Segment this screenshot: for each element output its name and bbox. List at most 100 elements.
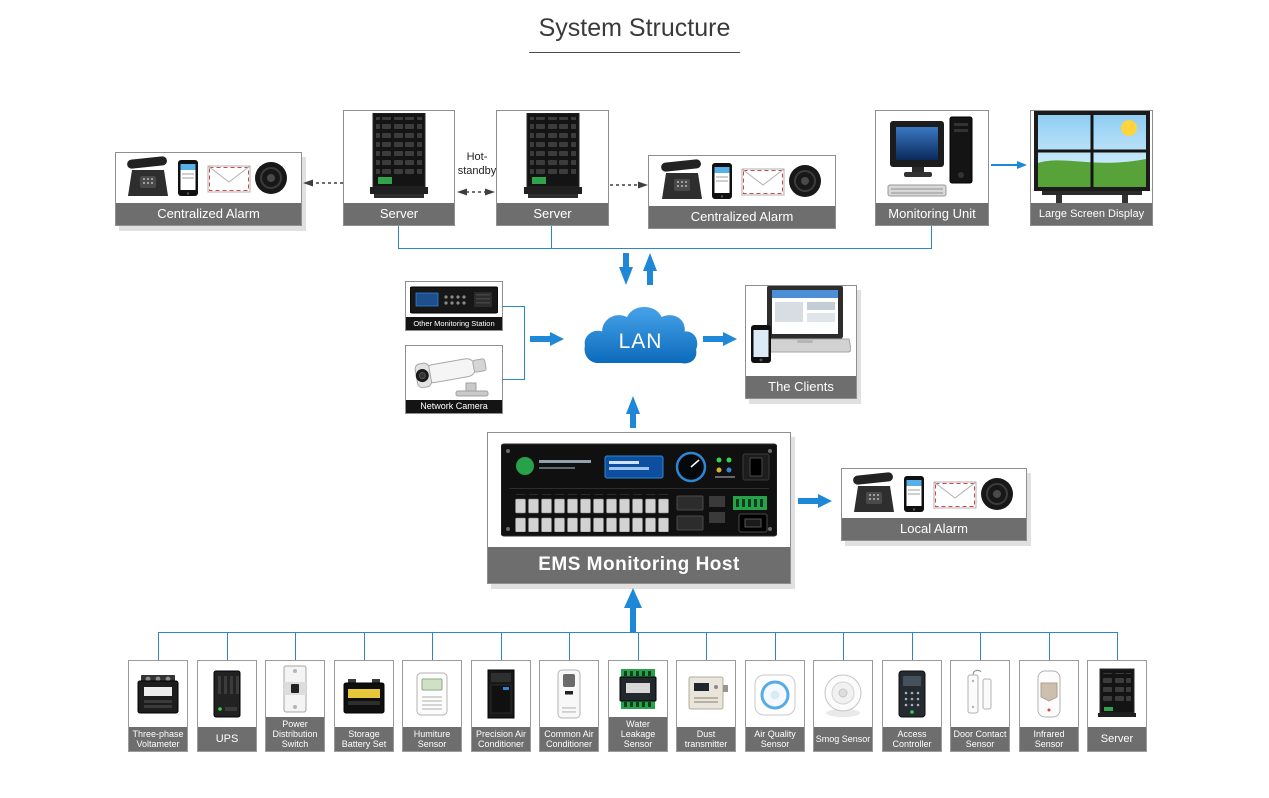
connector-server-left-drop: [398, 226, 399, 248]
lan-label: LAN: [618, 330, 663, 353]
access-controller-icon: [883, 661, 941, 727]
arrow-right-icon: [798, 494, 832, 508]
three-phase-voltameter-icon: [129, 661, 187, 727]
air-quality-sensor-icon: [746, 661, 804, 727]
node-label: Network Camera: [406, 400, 502, 413]
device-label: Precision Air Conditioner: [472, 727, 530, 751]
node-monitoring-unit: Monitoring Unit: [875, 110, 989, 226]
node-label: Server: [344, 203, 454, 225]
node-label: Centralized Alarm: [649, 206, 835, 228]
node-label: Other Monitoring Station: [406, 317, 502, 330]
common-air-conditioner-icon: [540, 661, 598, 727]
device-label: Door Contact Sensor: [951, 727, 1009, 751]
device-label: Storage Battery Set: [335, 727, 393, 751]
device-humiture-sensor: Humiture Sensor: [402, 660, 462, 752]
device-label: Server: [1088, 727, 1146, 751]
node-label: Local Alarm: [842, 518, 1026, 540]
page-title: System Structure: [528, 14, 741, 53]
connector-stub: [501, 632, 502, 660]
node-server-right: Server: [496, 110, 609, 226]
node-the-clients: The Clients: [745, 285, 857, 399]
node-other-monitoring-station: Other Monitoring Station: [405, 281, 503, 331]
monitoring-station-icon: [406, 282, 502, 317]
alarm-devices-icon: [116, 153, 301, 203]
alarm-devices-icon: [842, 469, 1026, 518]
device-label: Dust transmitter: [677, 727, 735, 751]
node-local-alarm: Local Alarm: [841, 468, 1027, 541]
device-label: Common Air Conditioner: [540, 727, 598, 751]
connector-top-bus: [398, 248, 932, 249]
arrow-right-icon: [703, 332, 737, 346]
infrared-sensor-icon: [1020, 661, 1078, 727]
arrow-down-icon: [619, 253, 633, 285]
node-network-camera: Network Camera: [405, 345, 503, 414]
device-label: Three-phase Voltameter: [129, 727, 187, 751]
water-leakage-sensor-icon: [609, 661, 667, 717]
ups-icon: [198, 661, 256, 727]
arrow-right-icon: [530, 332, 564, 346]
device-label: Infrared Sensor: [1020, 727, 1078, 751]
node-label: The Clients: [746, 376, 856, 398]
arrow-up-icon: [626, 396, 640, 428]
connector-stub: [980, 632, 981, 660]
device-air-quality-sensor: Air Quality Sensor: [745, 660, 805, 752]
cloud-icon: [584, 306, 698, 364]
device-label: Smog Sensor: [814, 727, 872, 751]
connector-camera-stub: [503, 379, 525, 380]
dashed-arrow-left-icon: [303, 179, 343, 187]
connector-stub: [364, 632, 365, 660]
connector-stub: [706, 632, 707, 660]
dashed-arrow-both-icon: [457, 188, 495, 196]
connector-oms-stub: [503, 306, 525, 307]
precision-air-conditioner-icon: [472, 661, 530, 727]
device-storage-battery-set: Storage Battery Set: [334, 660, 394, 752]
node-label: EMS Monitoring Host: [488, 547, 790, 583]
node-label: Large Screen Display: [1031, 203, 1152, 225]
bullet-camera-icon: [406, 346, 502, 400]
node-centralized-alarm-right: Centralized Alarm: [648, 155, 836, 229]
humiture-sensor-icon: [403, 661, 461, 727]
connector-stub: [1117, 632, 1118, 660]
node-server-left: Server: [343, 110, 455, 226]
device-label: Air Quality Sensor: [746, 727, 804, 751]
node-centralized-alarm-left: Centralized Alarm: [115, 152, 302, 226]
door-contact-sensor-icon: [951, 661, 1009, 727]
storage-battery-set-icon: [335, 661, 393, 727]
device-label: Access Controller: [883, 727, 941, 751]
blade-server-icon: [344, 111, 454, 203]
node-label: Monitoring Unit: [876, 203, 988, 225]
dust-transmitter-icon: [677, 661, 735, 727]
device-label: Humiture Sensor: [403, 727, 461, 751]
arrow-right-thin-icon: [991, 161, 1027, 169]
device-label: Water Leakage Sensor: [609, 717, 667, 751]
device-ups: UPS: [197, 660, 257, 752]
arrow-up-icon: [643, 253, 657, 285]
connector-bracket: [524, 306, 525, 380]
connector-bottom-bus: [158, 632, 1117, 633]
device-access-controller: Access Controller: [882, 660, 942, 752]
node-ems-monitoring-host: EMS Monitoring Host: [487, 432, 791, 584]
device-water-leakage-sensor: Water Leakage Sensor: [608, 660, 668, 752]
smog-sensor-icon: [814, 661, 872, 727]
device-power-distribution-switch: Power Distribution Switch: [265, 660, 325, 752]
device-precision-air-conditioner: Precision Air Conditioner: [471, 660, 531, 752]
video-wall-icon: [1031, 111, 1152, 203]
connector-monitoring-unit-drop: [931, 226, 932, 248]
device-server: Server: [1087, 660, 1147, 752]
node-label: Centralized Alarm: [116, 203, 301, 225]
laptop-phone-icon: [746, 286, 856, 376]
connector-stub: [295, 632, 296, 660]
device-dust-transmitter: Dust transmitter: [676, 660, 736, 752]
device-common-air-conditioner: Common Air Conditioner: [539, 660, 599, 752]
connector-stub: [432, 632, 433, 660]
connector-stub: [912, 632, 913, 660]
connector-stub: [227, 632, 228, 660]
blade-server-icon: [1088, 661, 1146, 727]
node-label: Server: [497, 203, 608, 225]
device-smog-sensor: Smog Sensor: [813, 660, 873, 752]
desktop-computer-icon: [876, 111, 988, 203]
connector-stub: [775, 632, 776, 660]
connector-stub: [1049, 632, 1050, 660]
connector-server-right-drop: [551, 226, 552, 248]
blade-server-icon: [497, 111, 608, 203]
